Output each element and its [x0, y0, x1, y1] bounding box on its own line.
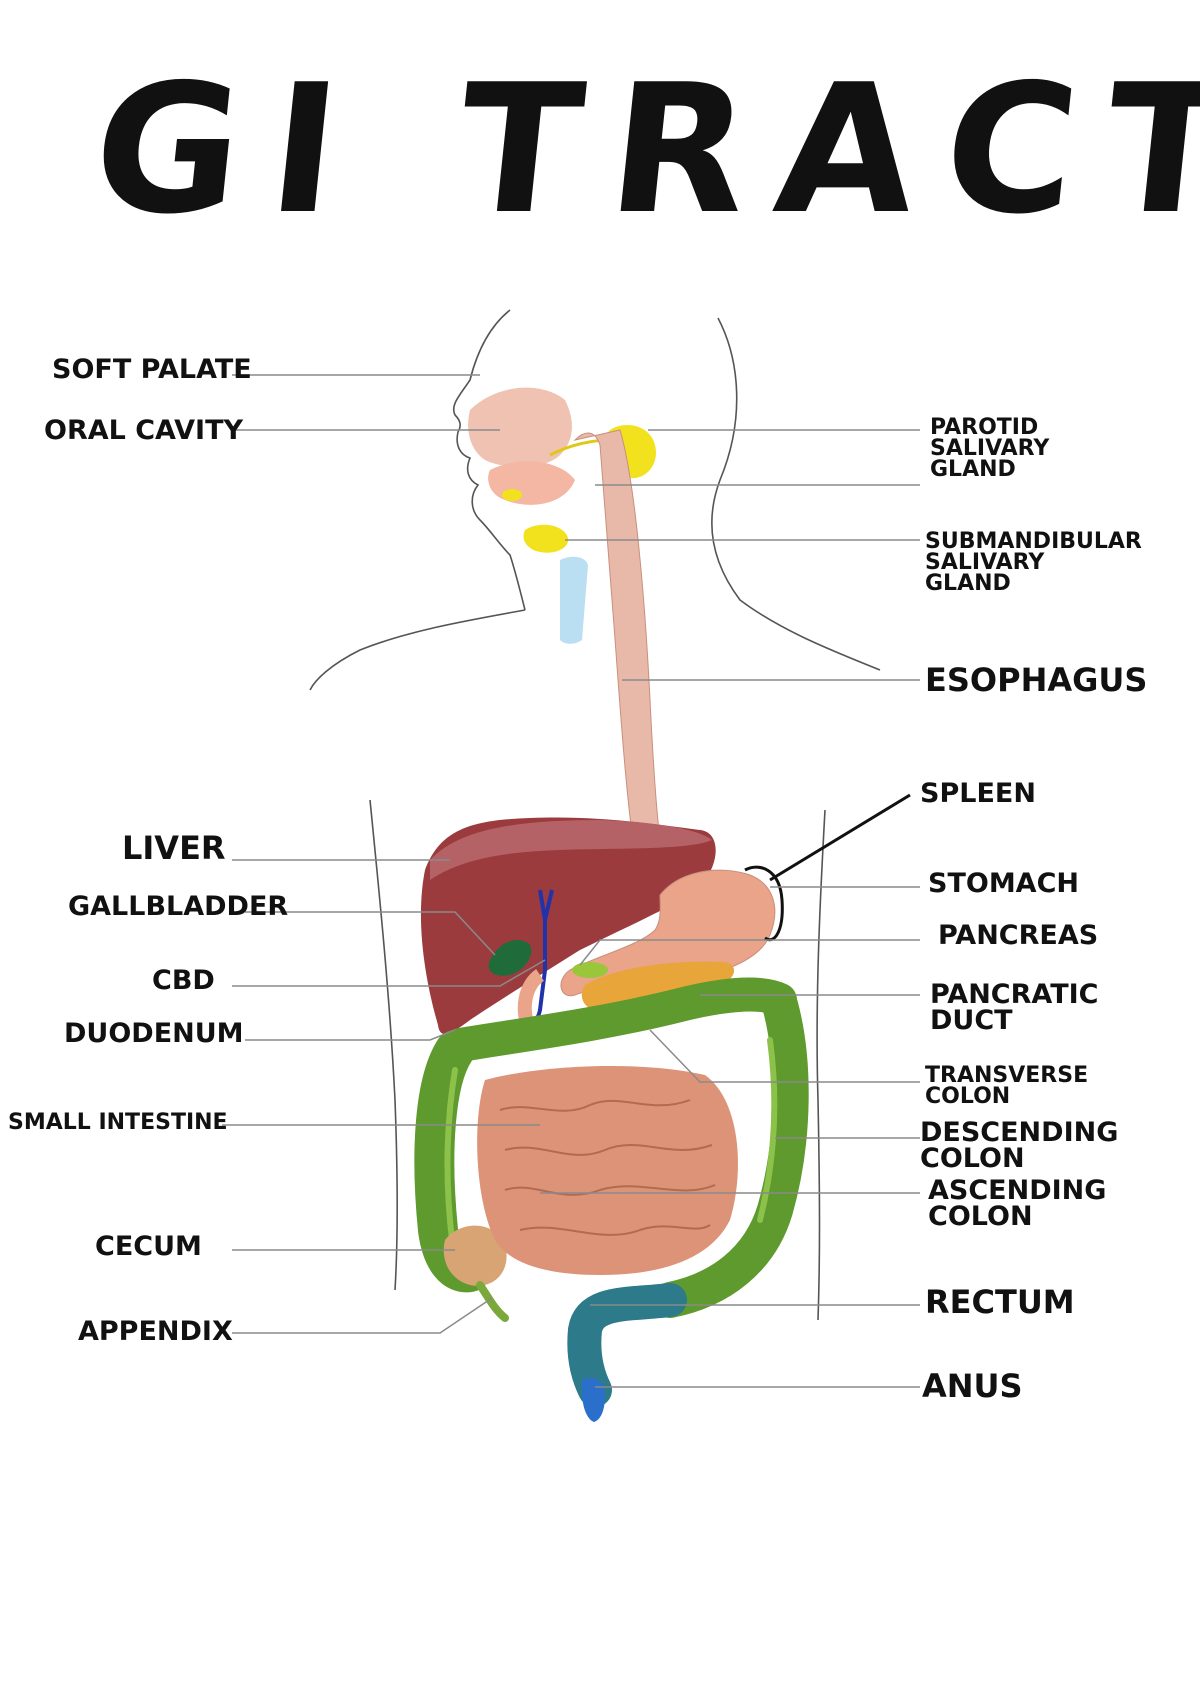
right-torso	[816, 809, 826, 1321]
label-cbd: CBD	[152, 965, 215, 996]
leader-spleen	[769, 793, 911, 882]
liver	[420, 817, 716, 1035]
label-ascending-colon: ASCENDING COLON	[928, 1175, 1107, 1232]
colon-highlight	[444, 1037, 778, 1243]
leader-cbd	[232, 959, 546, 987]
oral-cavity-shape	[468, 387, 572, 467]
cecum	[443, 1225, 507, 1286]
label-submandibular-salivary-gland: SUBMANDIBULAR SALIVARY GLAND	[925, 529, 1142, 596]
label-duodenum: DUODENUM	[64, 1018, 244, 1049]
leader-duodenum	[245, 1029, 456, 1041]
descending-colon	[652, 987, 809, 1318]
label-descending-colon: DESCENDING COLON	[920, 1117, 1119, 1174]
body-outline	[309, 309, 881, 1321]
small-intestine-folds	[499, 1099, 716, 1236]
label-spleen: SPLEEN	[920, 778, 1036, 809]
label-transverse-colon: TRANSVERSE COLON	[925, 1063, 1089, 1109]
label-parotid-salivary-gland: PAROTID SALIVARY GLAND	[930, 415, 1050, 482]
label-cecum: CECUM	[95, 1231, 202, 1262]
leader-lines	[222, 374, 920, 1388]
pancreas-head	[572, 962, 608, 978]
label-small-intestine: SMALL INTESTINE	[8, 1110, 228, 1135]
label-gallbladder: GALLBLADDER	[68, 891, 289, 922]
face-profile	[452, 309, 526, 611]
spleen	[744, 865, 784, 942]
label-anus: ANUS	[922, 1367, 1023, 1405]
sublingual-gland	[502, 489, 522, 501]
label-pancreatic-duct: PANCRATIC DUCT	[930, 979, 1099, 1036]
label-oral-cavity: ORAL CAVITY	[44, 415, 244, 446]
label-appendix: APPENDIX	[78, 1316, 233, 1347]
label-pancreas: PANCREAS	[938, 920, 1099, 951]
leader-transverse-colon	[649, 1029, 920, 1083]
leader-appendix	[232, 1297, 493, 1334]
submandibular-gland	[523, 524, 569, 553]
label-stomach: STOMACH	[928, 868, 1079, 899]
label-esophagus: ESOPHAGUS	[925, 661, 1148, 699]
pancreas	[581, 961, 735, 1011]
back-neck	[711, 317, 881, 671]
left-torso	[369, 799, 399, 1291]
left-shoulder	[309, 609, 526, 691]
label-soft-palate: SOFT PALATE	[52, 354, 252, 385]
tongue	[488, 461, 575, 505]
label-rectum: RECTUM	[925, 1283, 1075, 1321]
trachea	[560, 556, 588, 644]
liver-highlight	[430, 820, 712, 880]
appendix	[476, 1281, 509, 1322]
leader-gallbladder	[245, 911, 496, 956]
transverse-colon	[443, 977, 797, 1062]
rectum	[567, 1283, 687, 1407]
leader-pancreas	[579, 939, 920, 966]
gallbladder	[488, 940, 532, 976]
small-intestine	[477, 1065, 738, 1275]
label-liver: LIVER	[122, 829, 226, 867]
anus	[582, 1377, 605, 1422]
